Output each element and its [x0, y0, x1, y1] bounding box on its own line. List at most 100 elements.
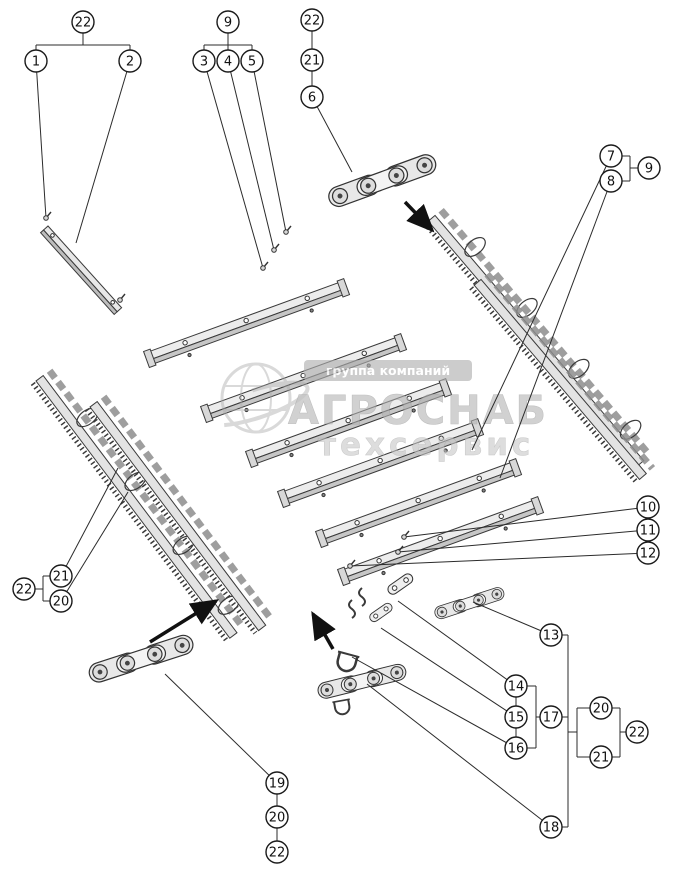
slat-1: [143, 278, 352, 372]
callout-label: 11: [640, 524, 657, 539]
callout-label: 14: [508, 680, 525, 695]
callout-20: 20: [589, 696, 613, 720]
callout-label: 20: [593, 702, 610, 717]
screw-fastener: [401, 530, 410, 540]
callout-label: 22: [75, 16, 92, 31]
callout-label: 20: [53, 595, 70, 610]
callout-15: 15: [504, 705, 528, 729]
screw-fastener: [271, 243, 280, 253]
callout-label: 1: [32, 55, 40, 70]
callout-label: 21: [304, 54, 321, 69]
callout-17: 17: [539, 705, 563, 729]
callout-label: 9: [645, 162, 653, 177]
callout-4: 4: [216, 49, 240, 73]
connector-line: [472, 601, 552, 636]
chain-link-part-18: [315, 662, 409, 701]
callout-22: 22: [300, 8, 324, 32]
callout-label: 17: [543, 711, 560, 726]
callout-label: 20: [269, 811, 286, 826]
callout-label: 21: [53, 570, 70, 585]
callout-label: 3: [200, 55, 208, 70]
callout-21: 21: [300, 48, 324, 72]
callout-21: 21: [589, 745, 613, 769]
callout-12: 12: [636, 541, 660, 565]
right-rail-inner-bar: [469, 271, 656, 484]
callout-label: 12: [640, 547, 657, 562]
callout-22: 22: [12, 577, 36, 601]
connector-line: [227, 60, 275, 251]
callout-label: 16: [508, 742, 525, 757]
callout-label: 8: [607, 175, 615, 190]
left-rail-inner-bar: [84, 394, 275, 635]
screw-fastener: [395, 545, 404, 555]
callout-label: 5: [248, 55, 256, 70]
connector-line: [60, 467, 119, 577]
callout-19: 19: [265, 771, 289, 795]
screw-fastener: [117, 293, 126, 303]
callout-9: 9: [216, 10, 240, 34]
connector-line: [75, 60, 131, 244]
callout-6: 6: [300, 85, 324, 109]
callout-22: 22: [71, 10, 95, 34]
connector-line: [380, 627, 517, 718]
screw-fastener: [43, 211, 52, 221]
connector-line: [366, 683, 552, 828]
callout-21: 21: [49, 564, 73, 588]
callout-label: 13: [543, 629, 560, 644]
callout-label: 22: [629, 726, 646, 741]
callout-3: 3: [192, 49, 216, 73]
drawing: [30, 151, 656, 716]
callout-18: 18: [539, 815, 563, 839]
callout-label: 19: [269, 777, 286, 792]
callout-14: 14: [504, 674, 528, 698]
watermark: группа компаний АГРОСНАБ техсервис: [202, 360, 546, 463]
callout-22: 22: [625, 720, 649, 744]
callout-2: 2: [118, 49, 142, 73]
callout-20: 20: [49, 589, 73, 613]
callout-label: 7: [607, 150, 615, 165]
callout-label: 15: [508, 711, 525, 726]
connector-line: [251, 60, 287, 233]
callout-label: 22: [304, 14, 321, 29]
direction-arrows: [149, 200, 435, 650]
assembly-arrow: [311, 610, 336, 650]
chain-link-part-13: [432, 585, 507, 621]
callout-label: 18: [543, 821, 560, 836]
watermark-sub: техсервис: [318, 427, 534, 463]
connector-line: [311, 96, 353, 173]
watermark-globe-icon: [202, 362, 310, 434]
callout-22: 22: [265, 840, 289, 864]
connector-line: [471, 155, 612, 451]
callout-13: 13: [539, 623, 563, 647]
callout-label: 9: [224, 16, 232, 31]
callout-10: 10: [636, 495, 660, 519]
connector-line: [349, 552, 649, 567]
connector-line: [203, 60, 264, 269]
screw-fastener: [260, 261, 269, 271]
callout-label: 10: [640, 501, 657, 516]
s-hook-2: [348, 599, 356, 619]
watermark-badge-text: группа компаний: [326, 363, 450, 378]
callout-9: 9: [637, 156, 661, 180]
connector-line: [397, 529, 649, 553]
s-hook-1: [358, 587, 366, 607]
callout-1: 1: [24, 49, 48, 73]
assembly-arrow: [403, 200, 435, 233]
watermark-badge: [304, 360, 472, 381]
callout-label: 2: [126, 55, 134, 70]
screw-fastener: [283, 225, 292, 235]
connector-line: [351, 656, 517, 749]
fasteners: [43, 211, 410, 569]
callout-7: 7: [599, 144, 623, 168]
callout-11: 11: [636, 518, 660, 542]
link-plate-part-14: [385, 571, 416, 597]
shackle-part-18b: [332, 698, 351, 716]
connector-line: [403, 506, 649, 538]
connector-line: [60, 491, 129, 602]
left-rail-assembly: [30, 368, 247, 643]
callout-label: 21: [593, 751, 610, 766]
callout-5: 5: [240, 49, 264, 73]
